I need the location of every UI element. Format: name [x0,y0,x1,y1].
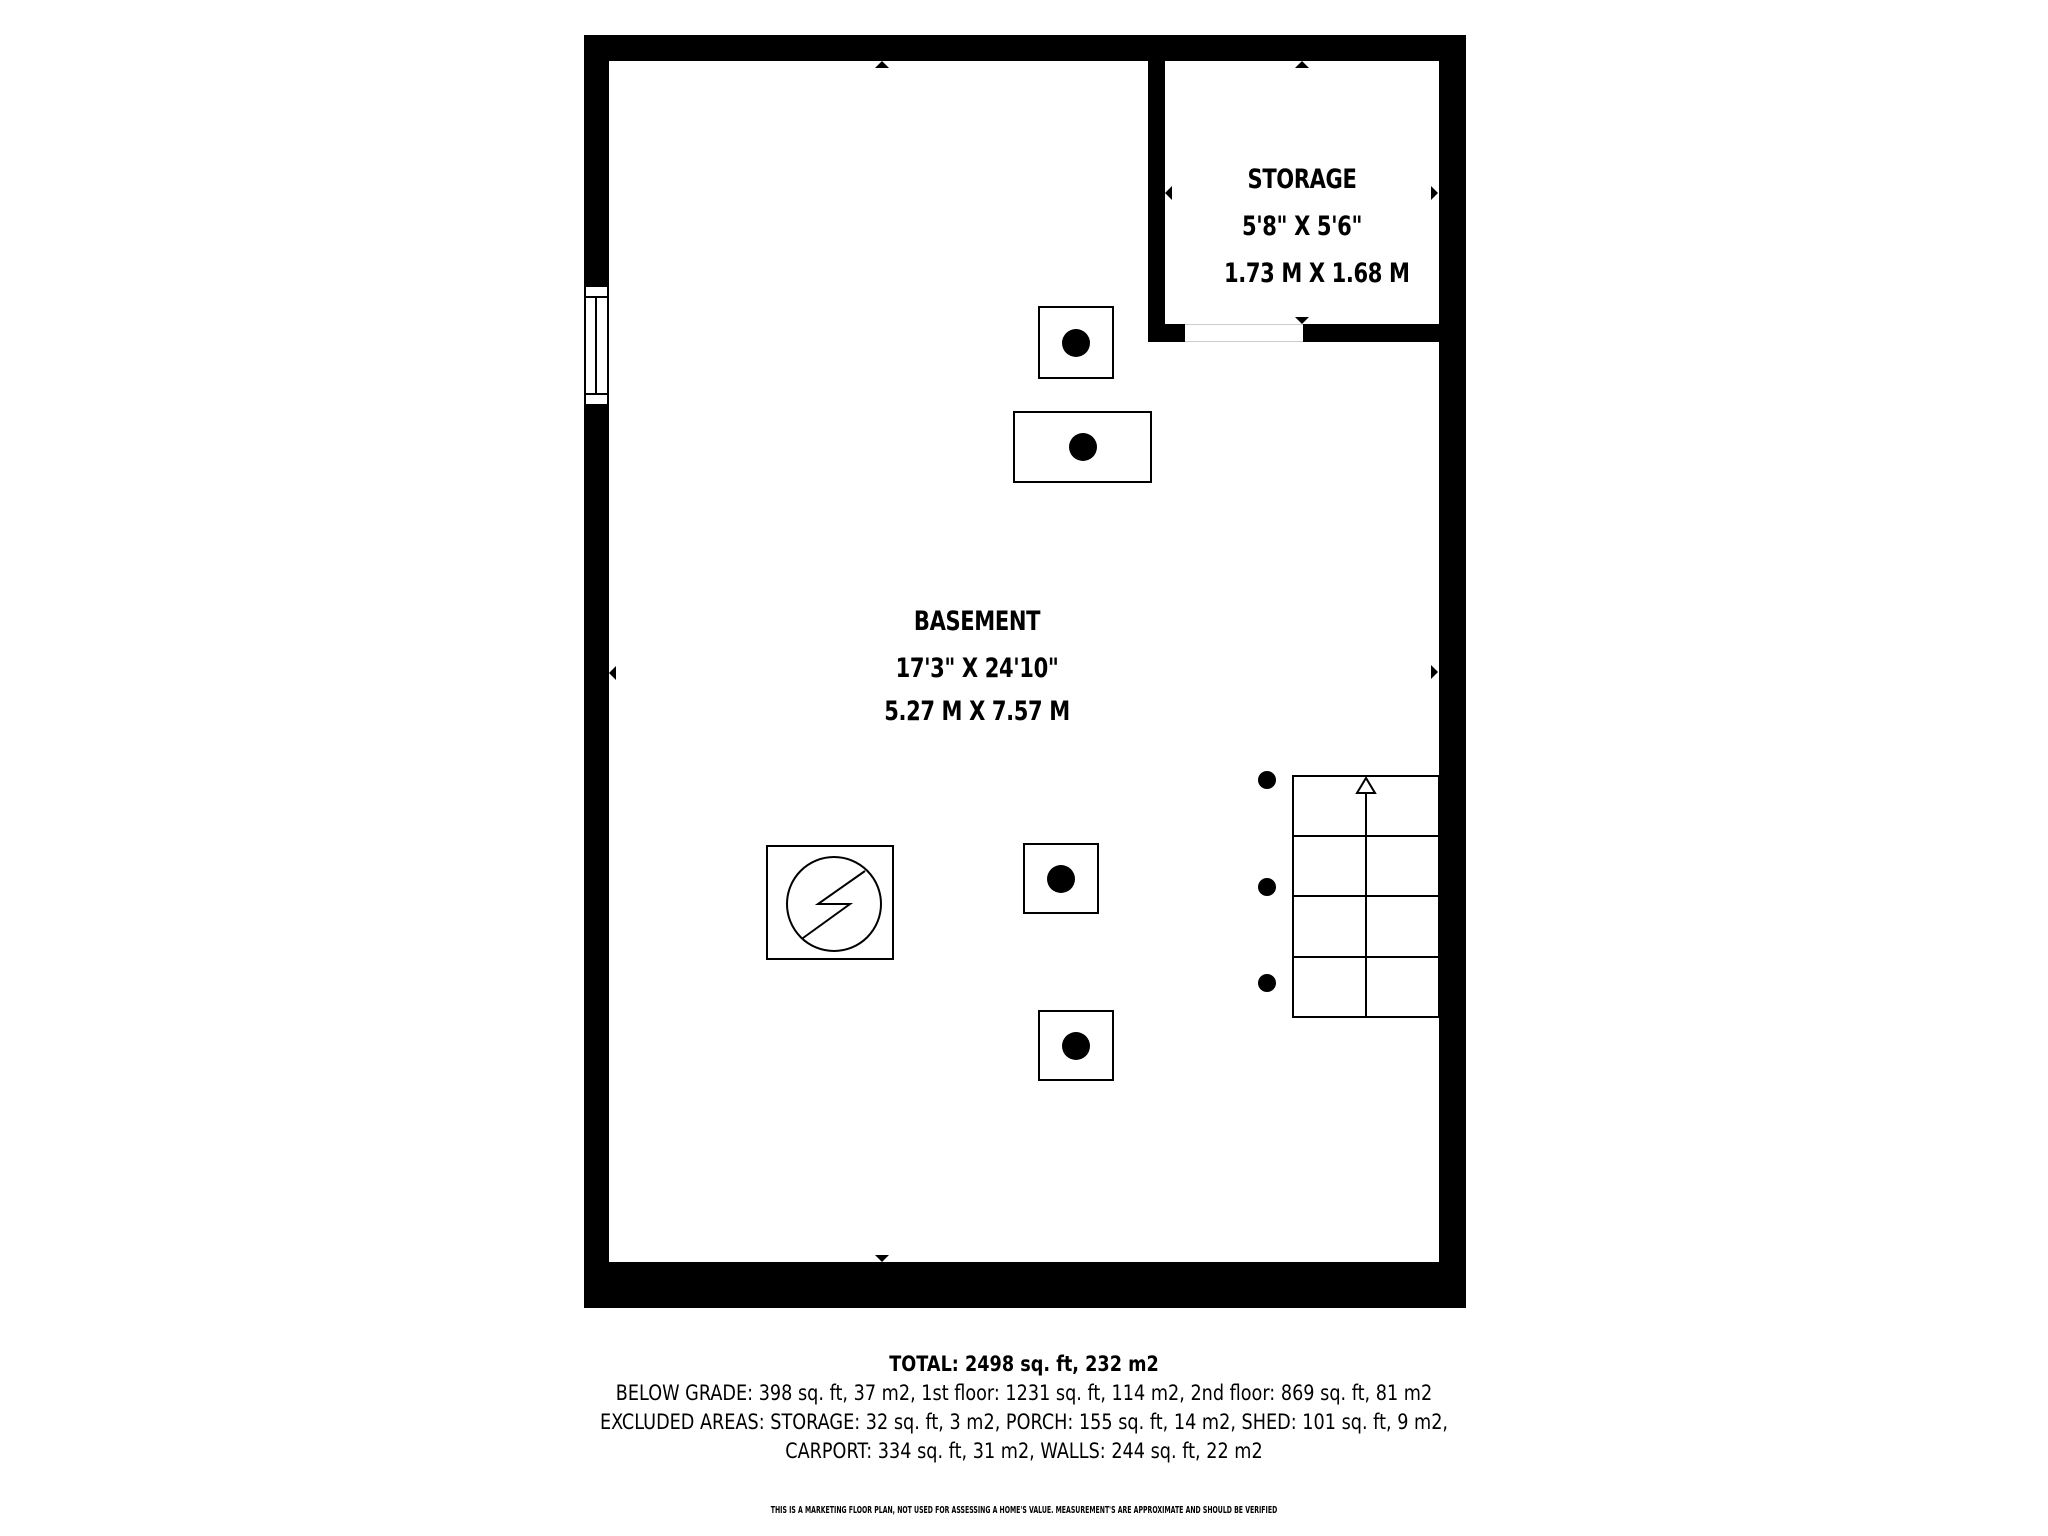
door-opening-icon [1185,324,1303,342]
room-dimensions-metric: 5.27 M X 7.57 M [884,696,1070,727]
storage-marker-bottom [1295,317,1309,324]
room-label-storage: STORAGE 5'8" X 5'6" 1.73 M X 1.68 M [1224,164,1410,289]
wall-right [1439,35,1466,1308]
wall-bottom [584,1262,1466,1308]
dimension-marker-right [1431,665,1438,679]
dot-marker [1258,771,1276,789]
area-summary: TOTAL: 2498 sq. ft, 232 m2 BELOW GRADE: … [0,1352,2048,1472]
area-breakdown-line-2: EXCLUDED AREAS: STORAGE: 32 sq. ft, 3 m2… [599,1410,1449,1434]
room-label-basement: BASEMENT 17'3" X 24'10" 5.27 M X 7.57 M [876,608,1079,725]
dimension-marker-bottom [875,1255,889,1262]
room-dimensions-metric: 1.73 M X 1.68 M [1224,258,1410,289]
room-dimensions-imperial: 5'8" X 5'6" [1241,211,1363,242]
fixture-post-icon [1038,1010,1114,1081]
storage-marker-top [1295,61,1309,68]
storage-wall-bottom-right [1303,324,1439,342]
storage-wall-left [1148,35,1165,342]
electrical-panel-icon [766,845,894,960]
storage-wall-bottom-left [1148,324,1185,342]
area-breakdown-line-1: BELOW GRADE: 398 sq. ft, 37 m2, 1st floo… [615,1381,1433,1405]
fixture-post-icon [1038,306,1114,379]
room-dimensions-imperial: 17'3" X 24'10" [895,653,1059,684]
storage-marker-right [1431,186,1438,200]
dot-marker [1258,878,1276,896]
area-total: TOTAL: 2498 sq. ft, 232 m2 [889,1352,1159,1376]
disclaimer: THIS IS A MARKETING FLOOR PLAN, NOT USED… [770,1505,1278,1516]
dot-marker [1258,974,1276,992]
wall-left-lower [584,406,609,1308]
dimension-marker-left [609,666,616,680]
window-icon [584,285,609,406]
room-name: STORAGE [1247,164,1357,195]
fixture-post-icon [1023,843,1099,914]
fixture-post-icon [1013,411,1152,483]
stairs-up-icon [1292,775,1439,1018]
floor-plan: STORAGE 5'8" X 5'6" 1.73 M X 1.68 M BASE… [584,35,1466,1308]
room-name: BASEMENT [913,606,1041,637]
wall-top [584,35,1466,61]
wall-left-upper [584,35,609,285]
area-breakdown-line-3: CARPORT: 334 sq. ft, 31 m2, WALLS: 244 s… [785,1439,1263,1463]
dimension-marker-top [875,61,889,68]
storage-marker-left [1165,186,1172,200]
